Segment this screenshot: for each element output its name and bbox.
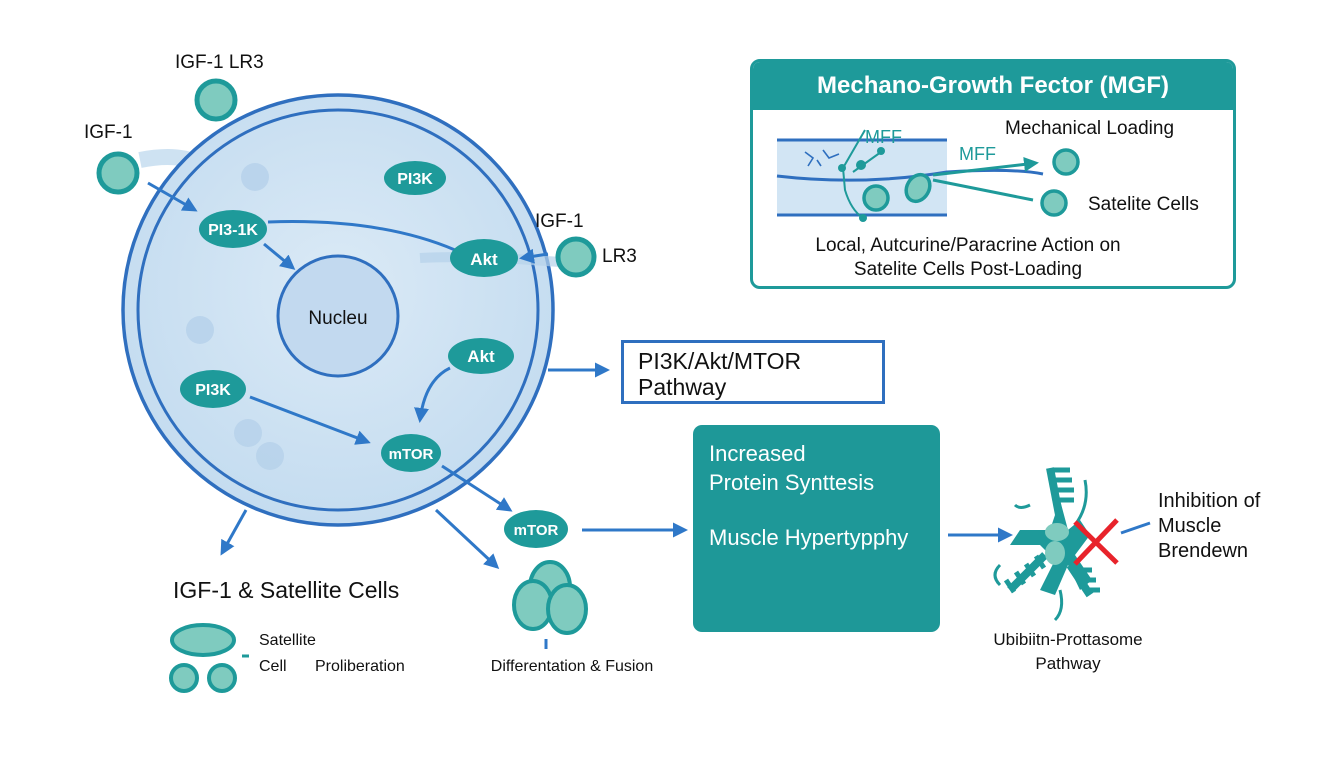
satellite-cell-icon (862, 184, 890, 212)
vesicle (241, 163, 269, 191)
node-pi3k-lower: PI3K (180, 370, 246, 408)
node-pi3-1k: PI3-1K (199, 210, 267, 248)
protein-box-line-3: Muscle Hypertypphy (709, 525, 909, 550)
node-mtor-outside: mTOR (504, 510, 568, 548)
nucleus (276, 254, 400, 378)
ubiquitin-label-1: Ubibiitn-Prottasome (993, 630, 1142, 649)
arrow-akt-to-mtor (414, 366, 451, 423)
inhibition-x-icon (1073, 518, 1119, 566)
mff-label-left: MFF (865, 127, 902, 147)
link-pi3-1k-akt (267, 220, 456, 252)
differentiation-label: Differentation & Fusion (491, 658, 653, 675)
satellite-cell-icon (1052, 148, 1080, 176)
label-igf1-left: IGF-1 (84, 122, 133, 143)
svg-text:PI3-1K: PI3-1K (208, 222, 258, 239)
arrow-igf1-to-pi3-1k (147, 181, 198, 212)
vesicle (186, 316, 214, 344)
svg-text:PI3K: PI3K (397, 171, 433, 188)
mff-label-right: MFF (959, 144, 996, 164)
arrow-pi3-1k-to-nucleus (263, 242, 296, 270)
satellite-label-2a: Cell (259, 658, 287, 675)
svg-text:Akt: Akt (470, 250, 498, 269)
vesicle (256, 442, 284, 470)
mechanical-loading-label: Mechanical Loading (1005, 118, 1174, 139)
label-igf1-lr3: IGF-1 LR3 (175, 52, 264, 73)
inhibition-label-2: Muscle (1158, 515, 1221, 537)
satellite-label-1: Satellite (259, 632, 316, 649)
arrow-igf1-lr3-to-akt (519, 248, 549, 264)
mgf-caption-2: Satelite Cells Post-Loading (854, 259, 1082, 280)
vesicle (234, 419, 262, 447)
satellite-title: IGF-1 & Satellite Cells (173, 577, 399, 603)
inhibition-connector (1120, 521, 1151, 535)
ligand-igf1-lr3-top (194, 78, 238, 122)
pathway-box: PI3K/Akt/MTOR Pathway (621, 340, 885, 404)
protein-box-line-1: Increased (709, 441, 806, 466)
svg-text:mTOR: mTOR (389, 446, 434, 463)
ubiquitin-proteasome-icon (993, 467, 1100, 622)
differentiation-cluster-icon (512, 560, 588, 649)
satellite-cells-label: Satelite Cells (1088, 194, 1199, 215)
node-akt-inner: Akt (448, 338, 514, 374)
pathway-box-line-1: PI3K/Akt/MTOR (638, 348, 802, 374)
svg-text:mTOR: mTOR (514, 522, 559, 539)
label-igf1-right: IGF-1 (535, 211, 584, 232)
pathway-box-line-2: Pathway (638, 374, 727, 400)
svg-text:Akt: Akt (467, 347, 495, 366)
protein-box-line-2: Protein Synttesis (709, 470, 875, 495)
node-pi3k-top: PI3K (384, 161, 446, 195)
inhibition-label-3: Brendewn (1158, 540, 1248, 562)
satellite-cell-icon (904, 172, 932, 204)
satellite-label-2b: Proliberation (315, 658, 405, 675)
mgf-panel: Mechano-Growth Fector (MGF) MFF MFF Mech… (750, 59, 1236, 289)
arrow-to-differentiation (434, 508, 500, 570)
nucleus-label: Nucleu (308, 308, 367, 329)
mgf-caption-1: Local, Autcurine/Paracrine Action on (815, 235, 1120, 256)
protein-synthesis-box: Increased Protein Synttesis Muscle Hyper… (693, 425, 940, 632)
ligand-igf1-left (96, 151, 140, 195)
satellite-cell-icon (1040, 189, 1068, 217)
arrow-mtor-to-mtor-out (441, 464, 513, 512)
mgf-illustration: MFF MFF Mechanical Loading Satelite Cell… (776, 118, 1199, 280)
satellite-cells-icon (169, 623, 249, 693)
svg-text:PI3K: PI3K (195, 382, 231, 399)
label-lr3-right: LR3 (602, 246, 637, 267)
inhibition-label-1: Inhibition of (1158, 490, 1261, 512)
node-akt-membrane: Akt (450, 239, 518, 277)
arrow-pi3k-to-mtor (249, 395, 371, 445)
ligand-igf1-lr3-right (555, 236, 597, 278)
node-mtor-inner: mTOR (381, 434, 441, 472)
ubiquitin-label-2: Pathway (1035, 654, 1101, 673)
arrow-to-satellite-cells (220, 509, 248, 556)
cell-inner-membrane (136, 108, 540, 512)
mgf-title: Mechano-Growth Fector (MGF) (753, 62, 1233, 110)
